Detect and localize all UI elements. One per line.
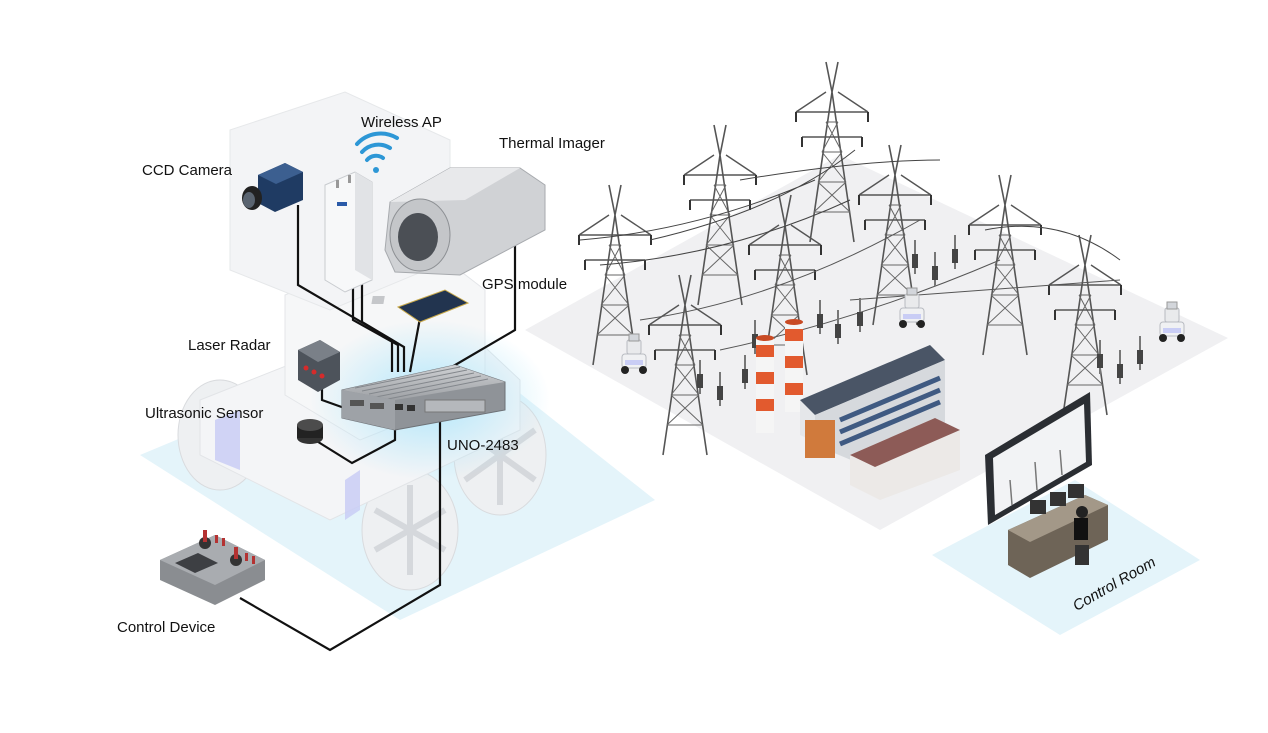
label-ccd-camera: CCD Camera bbox=[142, 162, 233, 179]
uno-2483-icon bbox=[341, 364, 506, 431]
wifi-icon bbox=[355, 131, 399, 173]
ccd-camera-icon bbox=[242, 163, 303, 212]
label-laser-radar: Laser Radar bbox=[188, 337, 271, 354]
thermal-imager-icon bbox=[384, 167, 546, 276]
laser-radar-icon bbox=[298, 340, 340, 392]
remote-controller-icon bbox=[160, 530, 265, 605]
ultrasonic-sensor-icon bbox=[297, 419, 323, 444]
label-gps-module: GPS module bbox=[482, 276, 568, 293]
label-control-device: Control Device bbox=[117, 619, 216, 636]
label-uno-2483: UNO-2483 bbox=[447, 437, 519, 454]
label-thermal-imager: Thermal Imager bbox=[499, 135, 605, 152]
cable-bundle bbox=[239, 205, 517, 652]
wireless-ap-icon bbox=[324, 171, 373, 293]
control-room bbox=[985, 392, 1108, 578]
factory-icon bbox=[800, 345, 960, 500]
chimney-icon bbox=[756, 319, 803, 433]
substation-floor bbox=[525, 155, 1228, 530]
substation-scene bbox=[578, 61, 1186, 500]
gps-module-icon bbox=[371, 289, 470, 323]
label-wireless-ap: Wireless AP bbox=[361, 114, 442, 131]
label-ultrasonic-sensor: Ultrasonic Sensor bbox=[145, 405, 264, 422]
